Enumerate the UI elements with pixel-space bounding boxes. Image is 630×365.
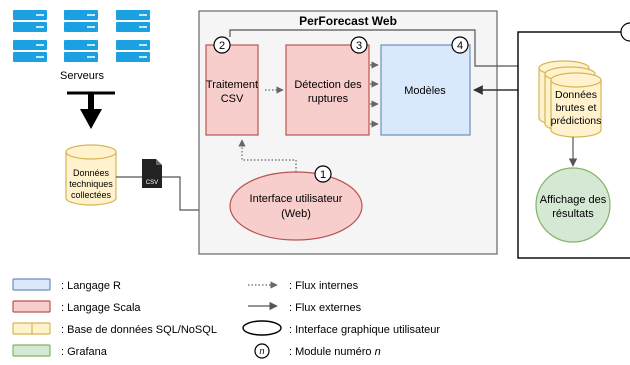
- csv-file-icon: [142, 159, 162, 188]
- server-icon: [116, 10, 150, 32]
- results-db: [538, 60, 602, 138]
- module-number-4: 4: [457, 40, 463, 52]
- results-db-line2: brutes et: [556, 102, 597, 114]
- grafana-module-badge: [620, 22, 630, 42]
- module-number-2: 2: [219, 40, 225, 52]
- module-number-1: 1: [320, 169, 326, 181]
- legend-module-number-label: : Module numéro n: [289, 346, 381, 358]
- results-display-line1: Affichage des: [540, 194, 607, 206]
- server-icon: [116, 40, 150, 62]
- results-db-line1: Données: [555, 89, 597, 101]
- module-number-3: 3: [356, 40, 362, 52]
- servers-group: [13, 10, 150, 62]
- legend-external-flow-label: : Flux externes: [289, 302, 362, 314]
- csv-processing-line2: CSV: [221, 93, 244, 105]
- module-number-2-badge: [213, 36, 231, 54]
- legend-r-label: : Langage R: [61, 280, 121, 292]
- csv-processing-module: [205, 44, 259, 136]
- module-number-1-badge: [314, 165, 332, 183]
- collected-data-db: [65, 144, 117, 206]
- models-module: [380, 44, 471, 136]
- ui-module: [229, 171, 363, 241]
- legend-module-number-prefix: : Module numéro: [289, 346, 375, 358]
- break-detection-line2: ruptures: [308, 93, 349, 105]
- legend-grafana-label: : Grafana: [61, 346, 108, 358]
- legend: : Langage R : Langage Scala : Base de do…: [12, 278, 440, 359]
- ui-line1: Interface utilisateur: [250, 193, 343, 205]
- models-label: Modèles: [404, 85, 446, 97]
- csv-icon-label: CSV: [146, 180, 158, 186]
- legend-module-number-var: n: [375, 346, 381, 358]
- results-db-line3: prédictions: [551, 115, 602, 127]
- legend-db-label: : Base de données SQL/NoSQL: [61, 324, 217, 336]
- module-number-4-badge: [451, 36, 469, 54]
- server-icon: [64, 10, 98, 32]
- csv-to-results-db-arrow: [229, 29, 536, 71]
- break-detection-line1: Détection des: [294, 79, 362, 91]
- collect-arrow: [67, 91, 115, 129]
- servers-label: Serveurs: [60, 70, 105, 82]
- legend-internal-flow-label: : Flux internes: [289, 280, 359, 292]
- server-icon: [13, 10, 47, 32]
- collected-data-line2: techniques: [69, 179, 113, 189]
- legend-scala-swatch: [12, 300, 51, 313]
- legend-n-symbol: n: [259, 346, 264, 356]
- legend-module-number-icon: [254, 343, 270, 359]
- module-number-3-badge: [350, 36, 368, 54]
- perforecast-title: PerForecast Web: [299, 14, 397, 28]
- legend-gui-icon: [242, 320, 282, 336]
- server-icon: [64, 40, 98, 62]
- results-display: [535, 167, 611, 243]
- break-detection-module: [285, 44, 370, 136]
- collected-data-line1: Données: [73, 168, 110, 178]
- collected-data-line3: collectées: [71, 190, 112, 200]
- ui-to-csv-flow: [238, 139, 297, 172]
- legend-r-swatch: [12, 278, 51, 291]
- server-icon: [13, 40, 47, 62]
- legend-grafana-swatch: [12, 344, 51, 357]
- legend-gui-label: : Interface graphique utilisateur: [289, 324, 440, 336]
- results-display-line2: résultats: [552, 208, 594, 220]
- csv-processing-line1: Traitement: [206, 79, 258, 91]
- legend-scala-label: : Langage Scala: [61, 302, 141, 314]
- legend-db-swatch: [12, 322, 51, 335]
- ui-line2: (Web): [281, 208, 311, 220]
